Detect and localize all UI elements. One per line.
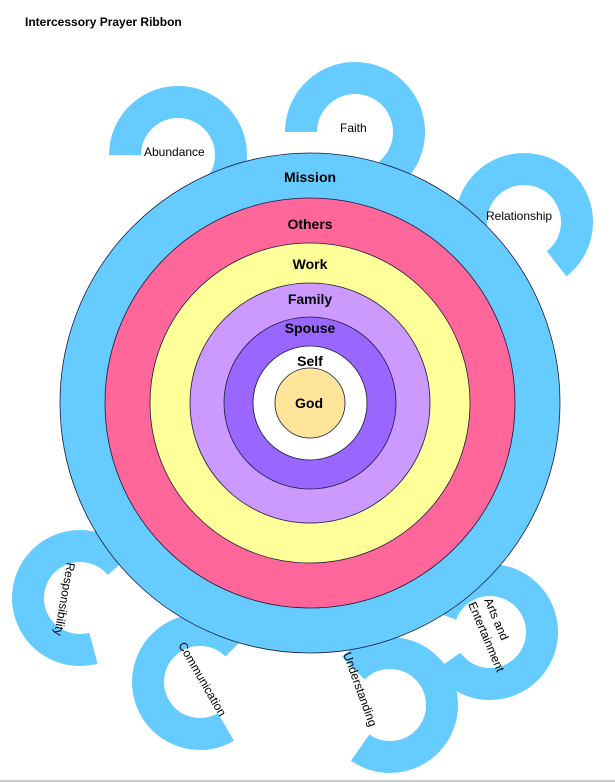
ring-label-work: Work [293, 256, 328, 272]
ring-label-mission: Mission [284, 169, 336, 185]
diagram-title: Intercessory Prayer Ribbon [25, 15, 182, 29]
hook-label-faith: Faith [340, 121, 367, 135]
hook-communication [132, 614, 249, 750]
hook-responsibility [12, 530, 133, 666]
ring-label-god: God [295, 395, 323, 411]
ring-god [274, 367, 346, 439]
hook-label-responsibility: Responsibility [51, 561, 78, 636]
ring-label-spouse: Spouse [285, 320, 336, 336]
hook-faith [285, 62, 425, 186]
page-bottom-edge [0, 780, 615, 782]
ring-label-family: Family [288, 291, 333, 307]
rings-layer [59, 152, 561, 654]
ring-label-others: Others [287, 216, 332, 232]
hook-label-relationship: Relationship [486, 209, 552, 223]
hook-understanding [341, 637, 458, 773]
ring-label-self: Self [297, 353, 323, 369]
hook-label-abundance: Abundance [144, 145, 205, 159]
